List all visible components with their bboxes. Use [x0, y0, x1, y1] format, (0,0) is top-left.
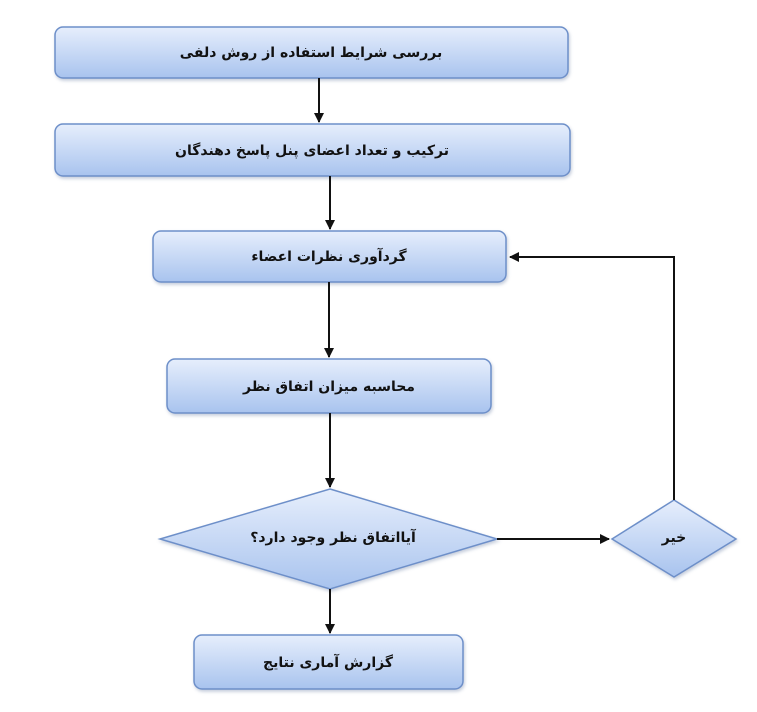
process-label-collect-opinions: گردآوری نظرات اعضاء: [251, 247, 407, 265]
process-box-statistical-report: گزارش آماری نتایج: [193, 634, 464, 690]
decision-label-agreement: آیااتفاق نظر وجود دارد؟: [250, 528, 417, 546]
decision-label-no: خیر: [661, 530, 687, 546]
process-box-calculate-agreement: محاسبه میزان اتفاق نظر: [166, 358, 492, 414]
process-box-panel-composition: ترکیب و تعداد اعضای پنل پاسخ دهندگان: [54, 123, 571, 177]
process-box-collect-opinions: گردآوری نظرات اعضاء: [152, 230, 507, 283]
arrow-no-loop-to-collect: [509, 252, 675, 500]
process-label-panel-composition: ترکیب و تعداد اعضای پنل پاسخ دهندگان: [175, 142, 449, 159]
process-label-delphi-review: بررسی شرایط استفاده از روش دلفی: [180, 45, 443, 61]
process-box-delphi-review: بررسی شرایط استفاده از روش دلفی: [54, 26, 569, 79]
decision-diamond-agreement: آیااتفاق نظر وجود دارد؟: [157, 488, 500, 590]
process-label-statistical-report: گزارش آماری نتایج: [263, 653, 394, 671]
decision-diamond-no: خیر: [610, 499, 738, 578]
process-label-calculate-agreement: محاسبه میزان اتفاق نظر: [242, 379, 415, 395]
